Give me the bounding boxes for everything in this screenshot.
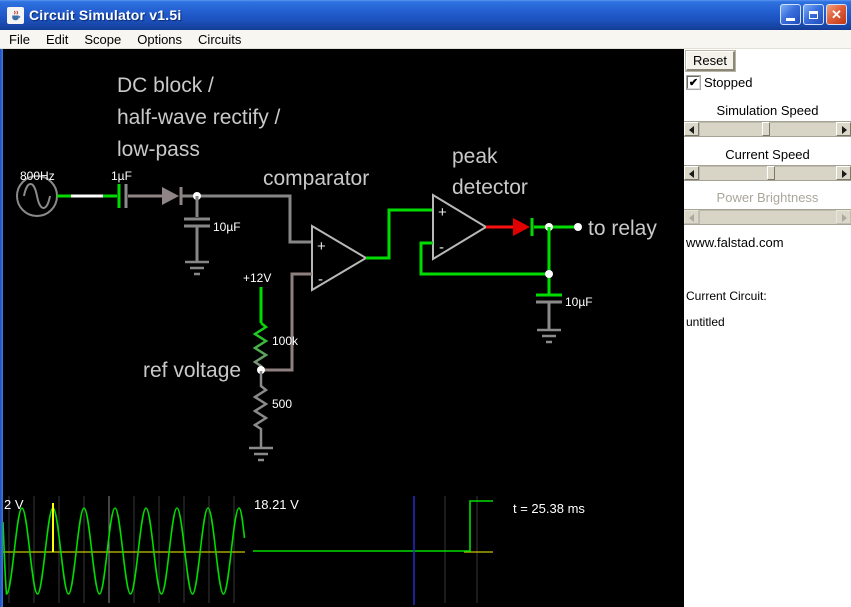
window-title: Circuit Simulator v1.5i	[29, 7, 182, 23]
slider-thumb[interactable]	[767, 166, 775, 180]
annotation-ref-voltage: ref voltage	[143, 359, 241, 382]
diode-peak[interactable]	[486, 218, 534, 236]
ground-filter[interactable]	[185, 227, 209, 276]
power-brightness-slider	[684, 209, 851, 225]
menu-item-scope[interactable]: Scope	[84, 31, 122, 47]
opamp-minus-sign: -	[318, 271, 323, 288]
scope-ch1-sine-trace	[2, 507, 246, 595]
menu-item-options[interactable]: Options	[137, 31, 183, 47]
wire-comparator-output[interactable]	[366, 208, 433, 260]
current-speed-slider[interactable]	[684, 165, 851, 181]
circuit-canvas[interactable]: DC block / half-wave rectify / low-pass …	[2, 49, 684, 607]
power-brightness-label: Power Brightness	[716, 190, 819, 205]
coffee-cup-icon	[12, 10, 21, 20]
menu-item-file[interactable]: File	[9, 31, 30, 47]
simulation-speed-label: Simulation Speed	[716, 103, 819, 118]
stopped-label: Stopped	[704, 75, 753, 90]
slider-track[interactable]	[699, 166, 836, 180]
simulation-speed-slider[interactable]	[684, 121, 851, 137]
opamp-comparator[interactable]: + -	[311, 224, 368, 292]
resistor-100k-label: 100k	[272, 334, 299, 348]
junction-dot	[545, 270, 553, 278]
titlebar: Circuit Simulator v1.5i ✕	[0, 0, 851, 30]
opamp-peak-detector[interactable]: + -	[432, 193, 488, 261]
capacitor-10uf-filter[interactable]: 10µF	[184, 196, 241, 234]
voltage-rail-12v[interactable]: +12V	[243, 271, 271, 323]
annotation-comparator: comparator	[263, 167, 369, 190]
opamp-plus-sign: +	[438, 204, 447, 221]
slider-right-arrow[interactable]	[836, 122, 851, 136]
annotation-heading-1: DC block /	[117, 74, 214, 97]
reset-button[interactable]: Reset	[685, 50, 736, 72]
capacitor-hold-label: 10µF	[565, 295, 593, 309]
slider-right-arrow	[836, 210, 851, 224]
wire-node-to-comparator[interactable]	[182, 192, 312, 244]
slider-left-arrow[interactable]	[684, 122, 699, 136]
wire-to-relay[interactable]	[534, 223, 582, 231]
stopped-row: ✔ Stopped	[686, 75, 753, 90]
menu-item-edit[interactable]: Edit	[45, 31, 69, 47]
annotation-detector: detector	[452, 176, 528, 199]
annotation-heading-2: half-wave rectify /	[117, 106, 281, 129]
capacitor-10uf-hold[interactable]: 10µF	[536, 227, 593, 309]
wire-feedback[interactable]	[419, 241, 549, 276]
wire-ref-to-comparator[interactable]	[262, 272, 312, 372]
slider-track[interactable]	[699, 122, 836, 136]
scope-grid	[8, 496, 478, 603]
current-circuit-value: untitled	[686, 315, 725, 329]
annotation-to-relay: to relay	[588, 217, 657, 240]
slider-thumb[interactable]	[762, 122, 770, 136]
scope-panel[interactable]: 2 V 18.21 V t = 25.38 ms	[2, 496, 585, 605]
close-icon: ✕	[831, 7, 842, 22]
ac-source-label: 800Hz	[20, 169, 55, 183]
slider-left-arrow[interactable]	[684, 166, 699, 180]
current-circuit-label: Current Circuit:	[686, 289, 767, 303]
scope-ch1-scale: 2 V	[4, 497, 24, 512]
control-panel: Reset ✔ Stopped Simulation Speed Current…	[684, 49, 851, 607]
slider-track	[699, 210, 836, 224]
scope-ch2-step-trace	[253, 500, 493, 552]
relay-terminal-dot	[574, 223, 582, 231]
window-left-border	[0, 49, 3, 607]
close-button[interactable]: ✕	[826, 4, 847, 25]
maximize-icon	[809, 10, 818, 19]
resistor-100k[interactable]: 100k	[252, 322, 299, 369]
java-app-icon	[7, 6, 24, 24]
capacitor-1uf[interactable]: 1µF	[111, 169, 132, 208]
stopped-checkbox[interactable]: ✔	[686, 75, 701, 90]
ground-divider[interactable]	[249, 446, 273, 462]
resistor-500-label: 500	[272, 397, 292, 411]
scope-ch2-value: 18.21 V	[254, 497, 299, 512]
capacitor-10uf-label: 10µF	[213, 220, 241, 234]
diode-rectifier[interactable]	[128, 187, 183, 205]
annotation-heading-3: low-pass	[117, 138, 200, 161]
ground-hold[interactable]	[537, 303, 561, 344]
resistor-500[interactable]: 500	[252, 371, 292, 447]
scope-time-readout: t = 25.38 ms	[513, 501, 585, 516]
annotation-peak: peak	[452, 145, 498, 168]
opamp-plus-sign: +	[317, 238, 326, 255]
circuit-svg: DC block / half-wave rectify / low-pass …	[2, 74, 657, 605]
opamp-minus-sign: -	[439, 239, 444, 256]
current-speed-label: Current Speed	[725, 147, 810, 162]
slider-right-arrow[interactable]	[836, 166, 851, 180]
slider-left-arrow	[684, 210, 699, 224]
supply-label: +12V	[243, 271, 271, 285]
falstad-link[interactable]: www.falstad.com	[686, 235, 784, 250]
maximize-button[interactable]	[803, 4, 824, 25]
menubar: File Edit Scope Options Circuits	[0, 30, 851, 49]
minimize-icon	[786, 17, 795, 21]
ac-source[interactable]: 800Hz	[16, 169, 58, 217]
menu-item-circuits[interactable]: Circuits	[198, 31, 242, 47]
ref-voltage-node-dot	[257, 366, 265, 374]
minimize-button[interactable]	[780, 4, 801, 25]
capacitor-1uf-label: 1µF	[111, 169, 132, 183]
